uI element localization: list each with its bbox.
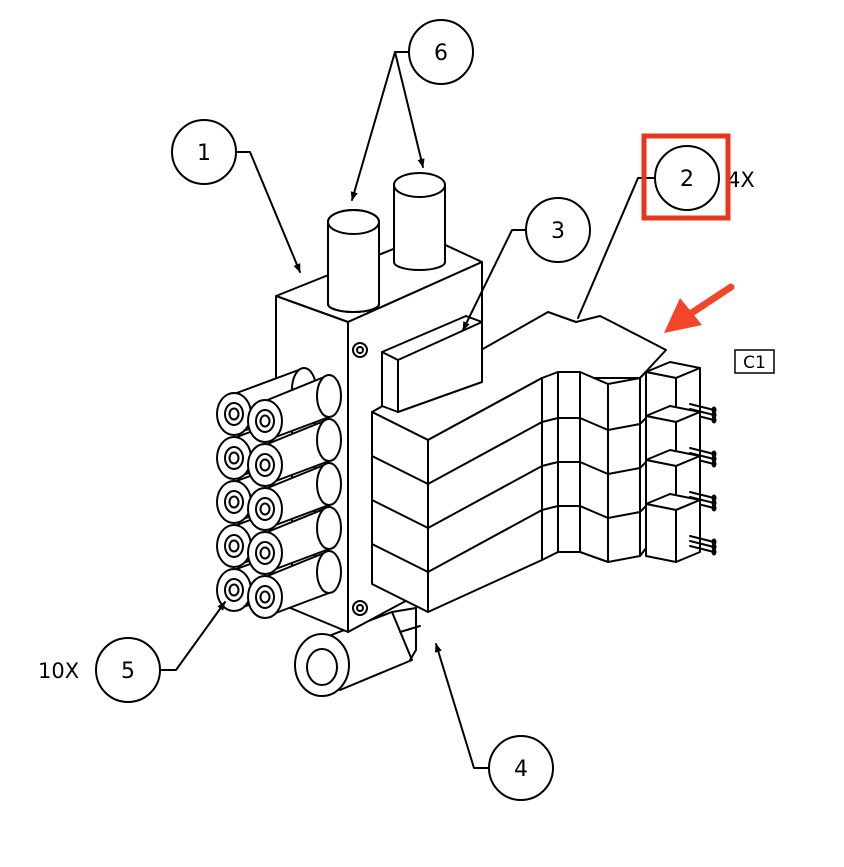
balloon-5-label: 5 — [121, 659, 135, 684]
leader-lines — [159, 51, 657, 769]
balloon-4-label: 4 — [514, 757, 528, 782]
top-cylinder-left — [327, 209, 380, 313]
side-port-tube — [247, 374, 342, 443]
quantity-note-5: 10X — [38, 659, 79, 683]
balloon-4: 4 — [488, 735, 554, 801]
side-port-tube — [247, 506, 342, 575]
label-plate — [381, 315, 483, 413]
balloon-6: 6 — [408, 19, 474, 85]
highlight-arrow-icon — [664, 283, 735, 333]
top-cylinder-right — [393, 172, 446, 271]
balloon-2: 2 — [654, 145, 720, 211]
valve-stack — [371, 311, 667, 613]
side-port-tube — [247, 462, 342, 531]
balloon-2-label: 2 — [680, 167, 694, 192]
balloon-6-label: 6 — [434, 41, 448, 66]
reference-tag-c1: C1 — [734, 349, 775, 374]
side-ports — [216, 367, 342, 619]
balloon-5: 5 — [95, 637, 161, 703]
connector-column — [645, 361, 717, 563]
balloon-1-label: 1 — [197, 141, 211, 166]
connector-box — [645, 493, 717, 563]
balloon-3: 3 — [525, 197, 591, 263]
reference-tag-c1-label: C1 — [743, 353, 766, 373]
side-port-tube — [247, 550, 342, 619]
side-port-tube — [247, 418, 342, 487]
balloon-1: 1 — [171, 119, 237, 185]
quantity-note-2: 4X — [727, 168, 755, 192]
balloon-3-label: 3 — [551, 219, 565, 244]
highlight-box — [641, 133, 731, 221]
bottom-cylinder — [294, 607, 421, 697]
